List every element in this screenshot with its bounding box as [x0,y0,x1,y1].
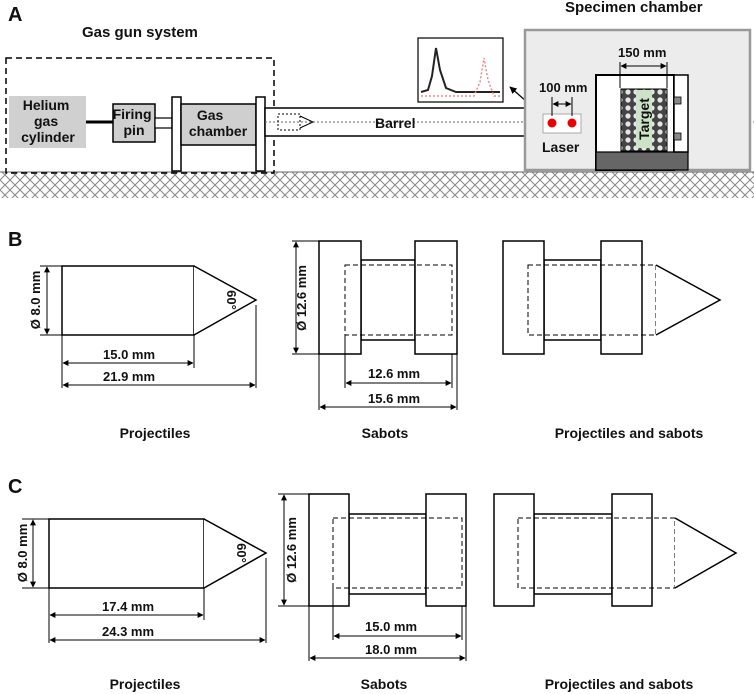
sabot-inner-label: 15.0 mm [365,619,417,634]
panel-b: B 60° Ø 8.0 mm 15.0 mm 21.9 mm Projectil… [8,229,722,441]
dist-100-label: 100 mm [539,80,587,95]
assembly-sabot-mid [543,259,602,341]
assembly-c [493,493,738,607]
sabot-diameter-label: Ø 12.6 mm [294,265,309,331]
total-length-label: 21.9 mm [103,369,155,384]
target-label: Target [636,98,652,140]
caption-sabots-c: Sabots [361,676,408,692]
clamp-1 [673,96,682,105]
laser-label: Laser [542,139,580,155]
projectile-body [61,265,195,336]
dist-150-label: 150 mm [618,45,666,60]
helium-cylinder [9,96,86,148]
firing-pin [112,103,156,143]
sabot-bore [332,517,463,589]
gas-gun-title: Gas gun system [82,24,198,41]
caption-sabots-b: Sabots [362,425,409,441]
projectile-diameter-label: Ø 8.0 mm [28,271,43,330]
signal-inset [417,37,536,110]
sabot-flange-left [318,240,362,355]
projectile-c: 60° Ø 8.0 mm 17.4 mm 24.3 mm [15,518,268,643]
specimen-chamber-title: Specimen chamber [565,0,703,16]
gas-chamber-flange-left [171,96,182,172]
assembly-flange-left [502,240,545,355]
sabot-flange-right [425,493,467,607]
panel-a-letter: A [8,4,22,26]
laser-dot-2 [567,118,577,128]
barrel-label: Barrel [375,115,415,131]
ground-hatch [0,172,754,198]
caption-projectiles-b: Projectiles [120,425,191,441]
projectile-tip [203,518,268,589]
total-length-label: 24.3 mm [102,624,154,639]
signal-trace-2 [421,57,500,97]
target-label-strip [636,90,652,148]
panel-c: C 60° Ø 8.0 mm 17.4 mm 24.3 mm Projectil… [8,476,738,692]
target-back-plate [673,74,689,153]
caption-both-b: Projectiles and sabots [555,425,704,441]
target-base [595,151,689,171]
assembly-projectile-tip [674,517,738,589]
body-length-label: 15.0 mm [103,347,155,362]
barrel [264,107,528,137]
pin-connector [154,117,173,129]
projectile-tip [193,265,258,336]
caption-both-c: Projectiles and sabots [545,676,694,692]
sabot-in-barrel [277,113,301,131]
sabot-total-label: 18.0 mm [365,642,417,657]
angle-label: 60° [224,290,239,310]
assembly-flange-right [600,240,643,355]
caption-projectiles-c: Projectiles [110,676,181,692]
sabot-inner-label: 12.6 mm [368,366,420,381]
gas-chamber-flange-right [255,96,266,172]
projectile-body [48,518,205,589]
assembly-flange-left [493,493,535,607]
sabot-mid [348,513,427,595]
panel-a: A Gas gun system Specimen chamber Helium… [0,0,754,198]
assembly-sabot-mid [533,513,613,595]
sabot-b: Ø 12.6 mm 12.6 mm 15.6 mm [292,240,458,410]
projectile-b: 60° Ø 8.0 mm 15.0 mm 21.9 mm [28,265,258,388]
sabot-mid [360,259,416,341]
helium-label: Helium gas cylinder [21,97,75,145]
laser-dot-1 [547,118,557,128]
projectile-diameter-label: Ø 8.0 mm [15,524,30,583]
body-length-label: 17.4 mm [102,599,154,614]
sabot-total-label: 15.6 mm [368,391,420,406]
projectile-tip-in-barrel [299,115,315,129]
sabot-c: Ø 12.6 mm 15.0 mm 18.0 mm [278,493,467,661]
assembly-b [502,240,722,355]
angle-label: 60° [234,543,249,563]
panel-c-letter: C [8,476,22,498]
sabot-flange-right [414,240,458,355]
sabot-diameter-label: Ø 12.6 mm [284,517,299,583]
firing-pin-label: Firing pin [113,106,156,138]
panel-b-letter: B [8,229,22,251]
assembly-projectile-tip [655,264,722,336]
clamp-2 [673,132,682,141]
assembly-flange-right [611,493,653,607]
signal-trace-1 [420,47,500,93]
gas-chamber-label: Gas chamber [189,107,248,139]
sabot-flange-left [308,493,350,607]
